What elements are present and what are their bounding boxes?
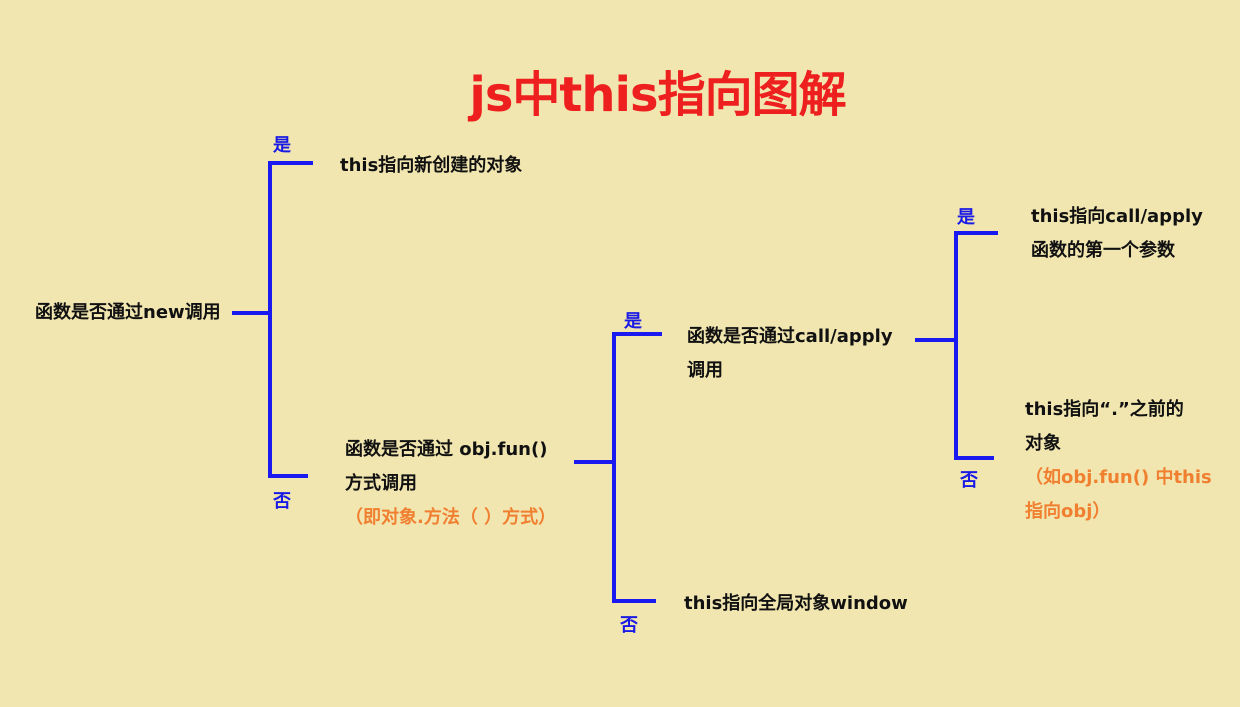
call-no-label: 否 xyxy=(960,470,978,491)
root-no-label: 否 xyxy=(273,491,291,512)
obj-question-line1: 函数是否通过 obj.fun() xyxy=(345,439,548,460)
obj-no-label: 否 xyxy=(620,615,638,636)
obj-question-note: （即对象.方法（ ）方式） xyxy=(345,507,557,528)
call-yes-result-line2: 函数的第一个参数 xyxy=(1031,240,1175,261)
root-question: 函数是否通过new调用 xyxy=(35,302,221,323)
call-yes-result: this指向call/apply 函数的第一个参数 xyxy=(1031,200,1203,268)
call-no-note-line2: 指向obj） xyxy=(1025,501,1111,522)
new-yes-result: this指向新创建的对象 xyxy=(340,155,523,176)
call-no-result-line1: this指向“.”之前的 xyxy=(1025,399,1184,420)
call-no-note-line1: （如obj.fun() 中this xyxy=(1025,467,1212,488)
obj-no-result: this指向全局对象window xyxy=(684,593,908,614)
obj-question-line2: 方式调用 xyxy=(345,473,417,494)
obj-question: 函数是否通过 obj.fun() 方式调用 （即对象.方法（ ）方式） xyxy=(345,433,556,535)
call-question-line1: 函数是否通过call/apply xyxy=(687,326,893,347)
obj-yes-label: 是 xyxy=(624,311,642,332)
call-yes-result-line1: this指向call/apply xyxy=(1031,206,1203,227)
call-no-result-line2: 对象 xyxy=(1025,433,1061,454)
root-yes-label: 是 xyxy=(273,135,291,156)
call-yes-label: 是 xyxy=(957,207,975,228)
call-question-line2: 调用 xyxy=(687,360,723,381)
diagram-title: js中this指向图解 xyxy=(469,67,846,123)
call-no-result: this指向“.”之前的 对象 （如obj.fun() 中this 指向obj） xyxy=(1025,393,1212,529)
call-question: 函数是否通过call/apply 调用 xyxy=(687,320,893,388)
